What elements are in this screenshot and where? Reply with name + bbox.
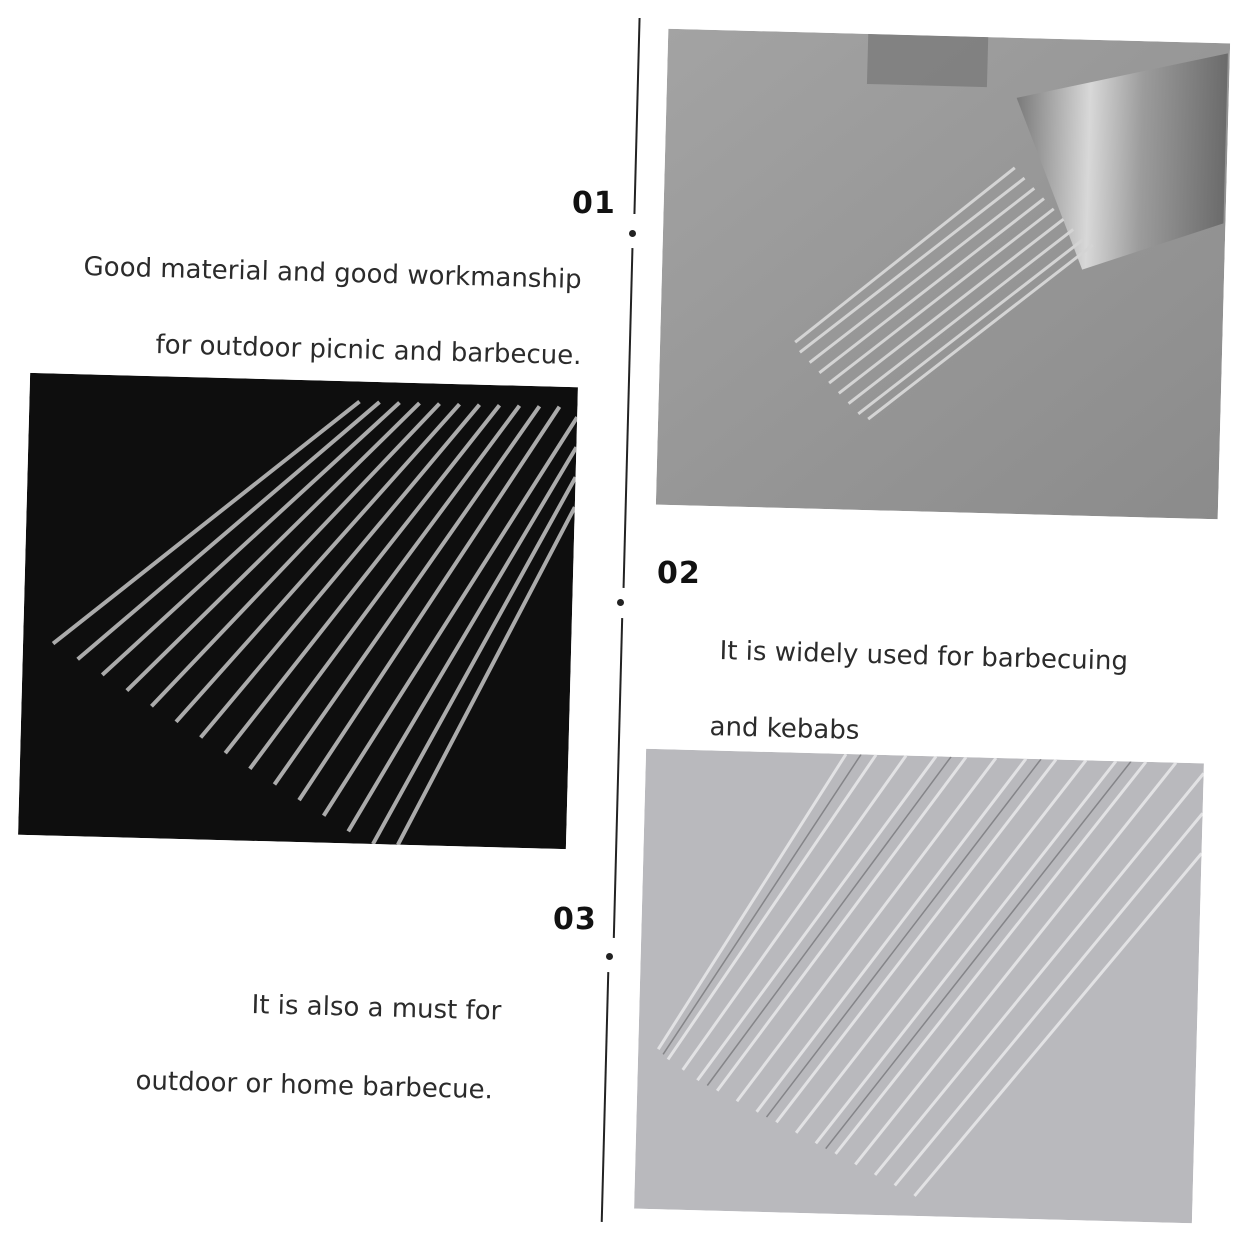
photo-skewers-bundle-in-cup [655, 28, 1231, 520]
section-3-line-1: It is also a must for [251, 990, 502, 1027]
section-2-line-2: and kebabs [709, 712, 860, 746]
photo-skewer-tips-dark [18, 372, 578, 850]
section-1-line-1: Good material and good workmanship [83, 252, 583, 296]
divider-line-middle-1 [622, 248, 634, 588]
skewers-bundle-illustration [655, 28, 1231, 520]
section-number-01: 01 [572, 186, 616, 221]
section-1-line-2: for outdoor picnic and barbecue. [155, 330, 582, 372]
skewers-fanned-illustration [634, 748, 1204, 1224]
skewer-tips-illustration [18, 372, 578, 850]
photo-skewers-fanned-out [634, 748, 1204, 1224]
section-number-03: 03 [553, 902, 597, 937]
section-2-line-1: It is widely used for barbecuing [719, 636, 1129, 677]
divider-line-middle-2 [612, 618, 624, 938]
divider-dot-1 [629, 230, 636, 237]
divider-line-bottom [600, 972, 610, 1222]
divider-dot-3 [606, 953, 613, 960]
divider-line-top [633, 18, 641, 214]
divider-dot-2 [617, 599, 624, 606]
section-3-line-2: outdoor or home barbecue. [135, 1066, 494, 1106]
section-number-02: 02 [657, 556, 701, 591]
